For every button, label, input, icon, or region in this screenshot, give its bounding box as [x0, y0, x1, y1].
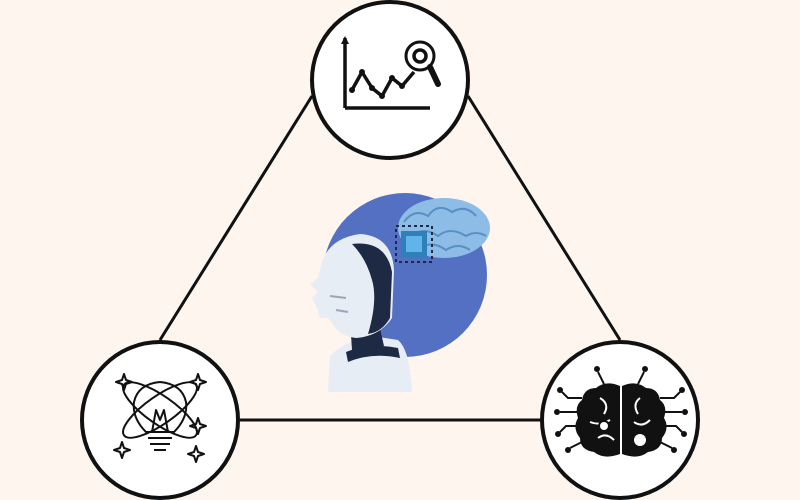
edge-top-to-bottom-right: [466, 95, 622, 341]
ai-robot-head-brain-illustration: [310, 193, 490, 392]
circuit-brain-icon: [554, 366, 688, 457]
robot-head-back: [352, 243, 392, 334]
robot-collar: [346, 345, 400, 362]
node-bottom-right: [540, 340, 700, 500]
node-top: [310, 0, 470, 160]
triangle-edges: [158, 95, 622, 422]
robot-face-lines: [329, 295, 349, 313]
chip-core: [406, 236, 422, 252]
node-bottom-left: [80, 340, 240, 500]
chip-outline: [395, 225, 433, 263]
data-analytics-chart-icon: [341, 36, 441, 110]
idea-lightbulb-icon: [113, 373, 207, 463]
edge-top-to-bottom-left: [158, 95, 314, 341]
chip-icon: [395, 225, 433, 263]
